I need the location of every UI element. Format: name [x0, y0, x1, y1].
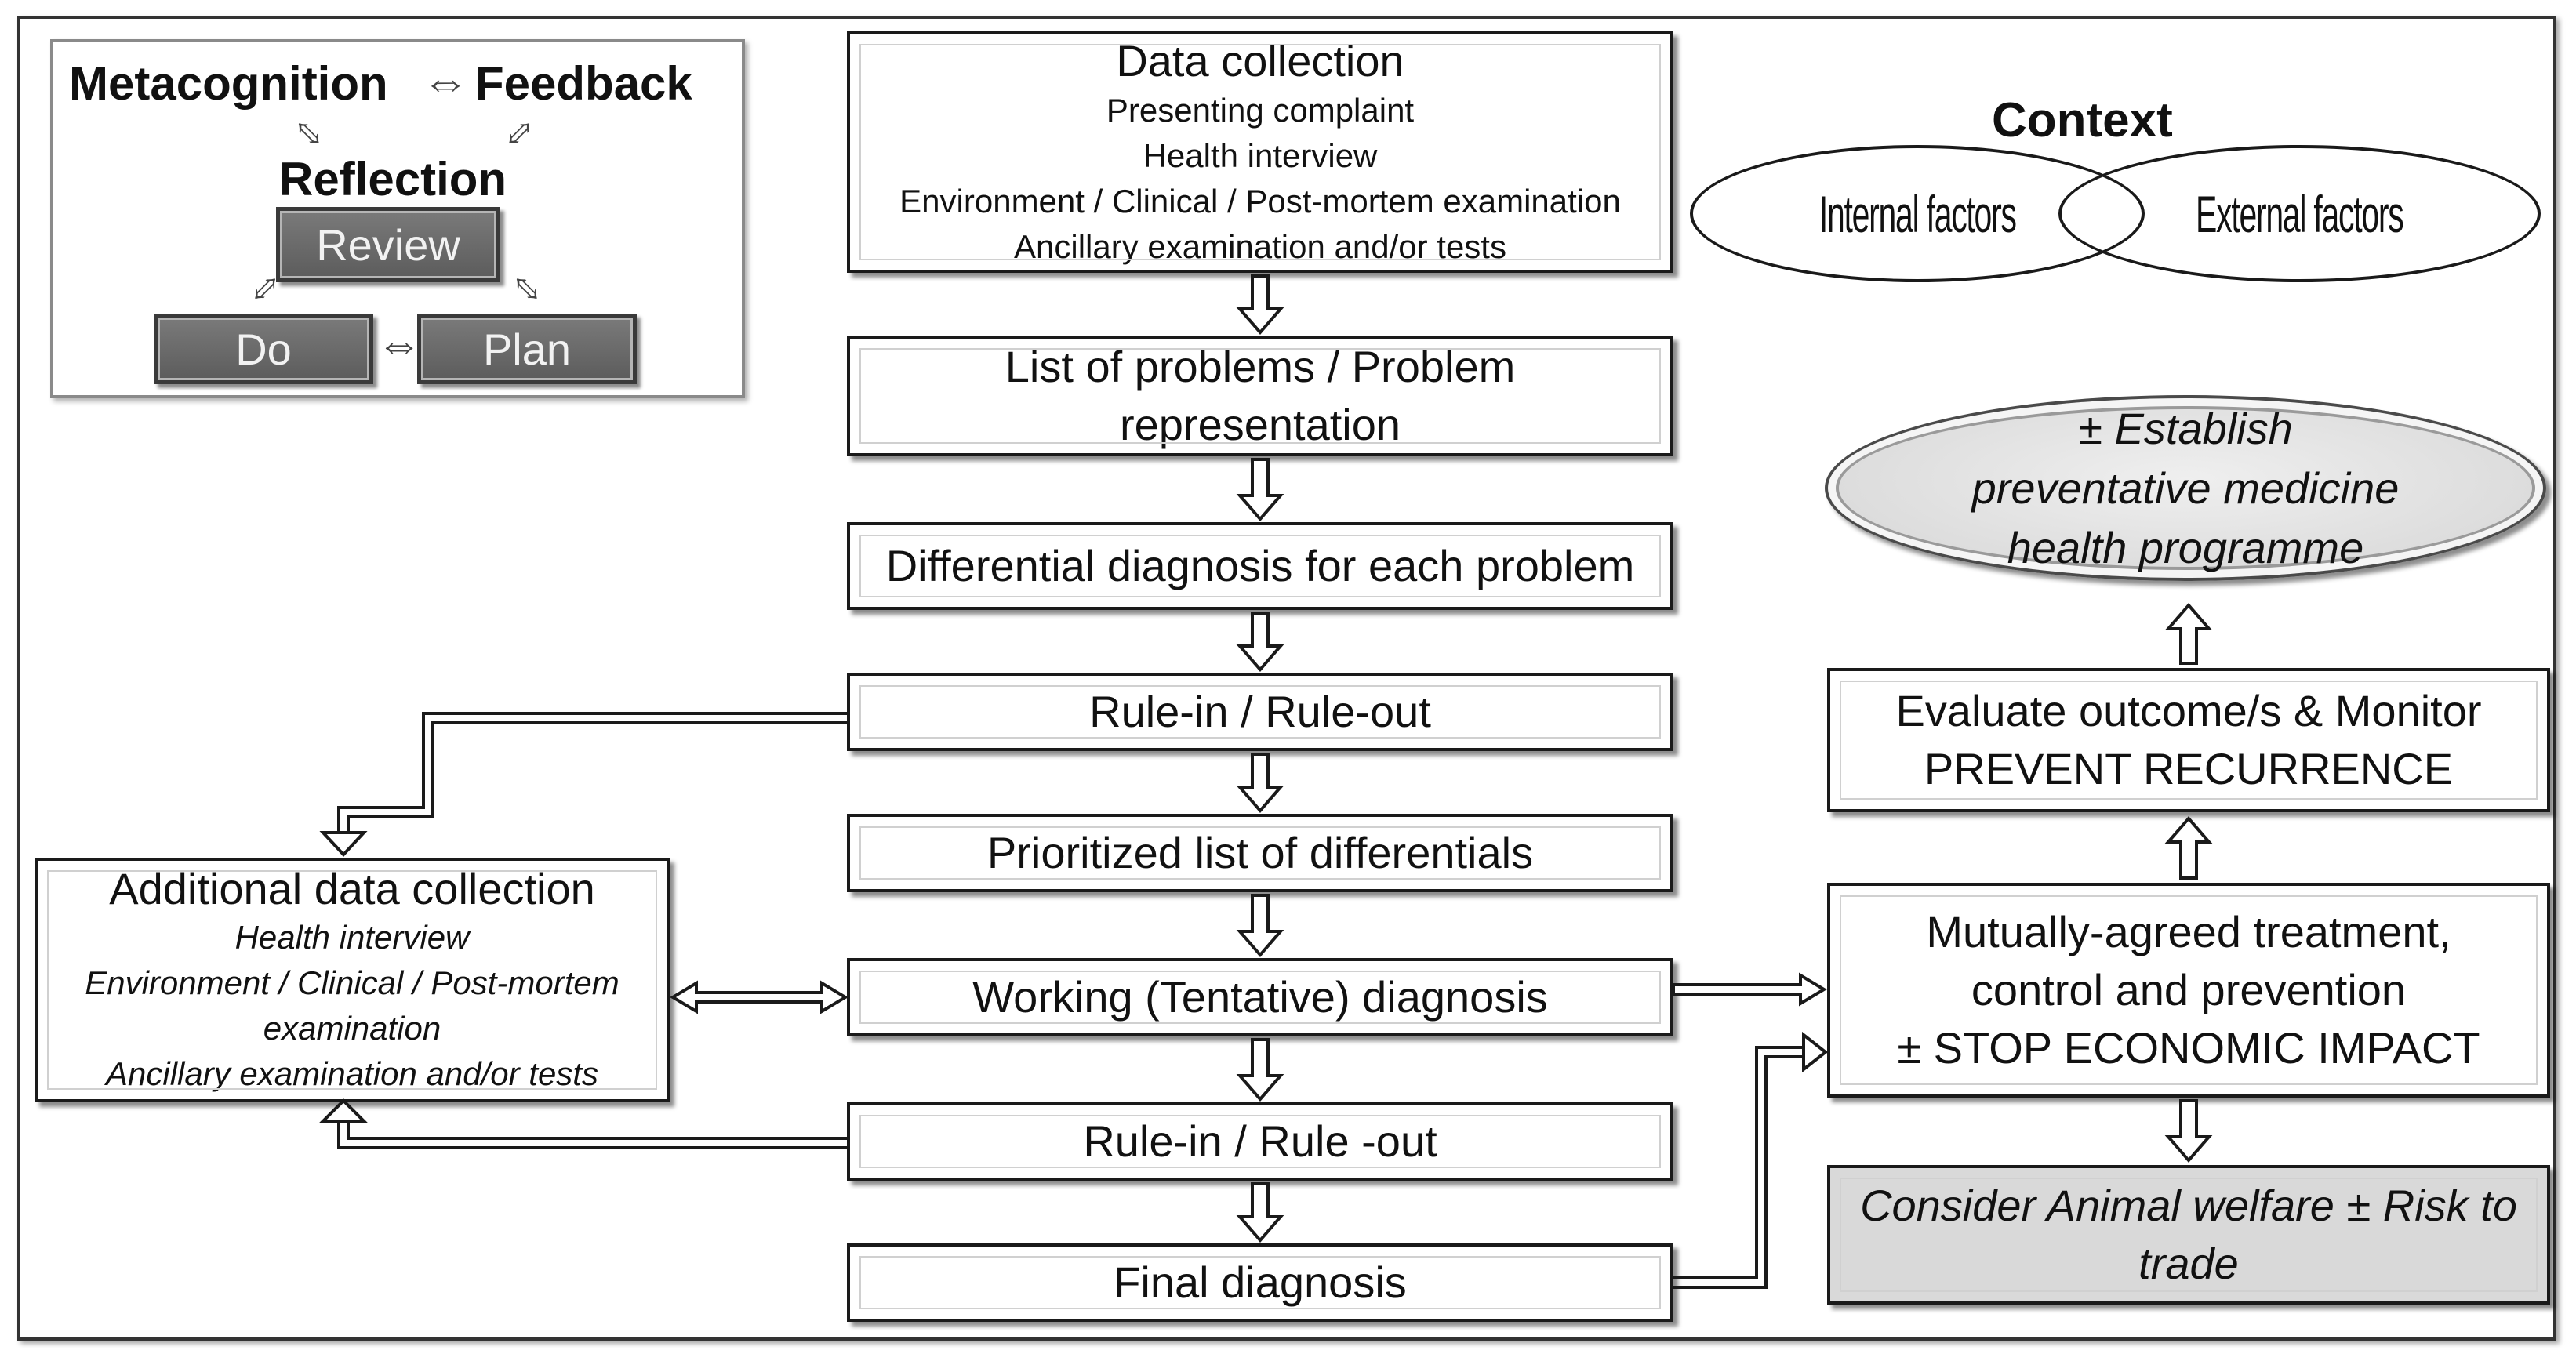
prioritized-list-box: Prioritized list of differentials [847, 814, 1673, 892]
plan-step: Plan [417, 314, 637, 384]
feedback-label: Feedback [475, 57, 692, 110]
differential-diagnosis-box: Differential diagnosis for each problem [847, 522, 1673, 610]
evaluate-line-1: Evaluate outcome/s & Monitor [1895, 686, 2482, 735]
rule-in-out-text-2: Rule-in / Rule -out [1083, 1116, 1437, 1166]
animal-welfare-box: Consider Animal welfare ± Risk to trade [1827, 1165, 2550, 1305]
evaluate-outcome-box: Evaluate outcome/s & Monitor PREVENT REC… [1827, 668, 2550, 812]
problem-list-line-1: List of problems / Problem [1005, 342, 1516, 391]
ancillary-tests-text: Ancillary examination and/or tests [1014, 228, 1506, 265]
external-factors-label: External factors [2196, 184, 2404, 243]
additional-data-title: Additional data collection [109, 864, 595, 913]
examination-text: Environment / Clinical / Post-mortem exa… [899, 183, 1621, 220]
double-arrow-icon: ⇔ [495, 249, 566, 321]
double-arrow-icon: ⇔ [376, 318, 422, 369]
problem-list-box: List of problems / Problem representatio… [847, 336, 1673, 456]
health-interview-text: Health interview [1143, 137, 1378, 174]
working-diagnosis-box: Working (Tentative) diagnosis [847, 958, 1673, 1036]
prioritized-list-text: Prioritized list of differentials [986, 828, 1534, 877]
additional-examination-text: Environment / Clinical / Post-mortem [85, 964, 619, 1001]
review-step: Review [276, 207, 500, 282]
metacognition-label: Metacognition [69, 57, 388, 110]
data-collection-title: Data collection [1116, 36, 1404, 85]
welfare-line-1: Consider Animal welfare ± Risk to [1860, 1181, 2517, 1230]
treatment-line-1: Mutually-agreed treatment, [1926, 907, 2451, 956]
additional-examination-text-cont: examination [263, 1010, 441, 1047]
presenting-complaint-text: Presenting complaint [1106, 92, 1415, 129]
final-diagnosis-text: Final diagnosis [1114, 1258, 1407, 1307]
treatment-line-3: ± STOP ECONOMIC IMPACT [1897, 1023, 2480, 1072]
rule-in-out-box-1: Rule-in / Rule-out [847, 673, 1673, 751]
goal-line-1: ± Establish [2078, 403, 2293, 453]
do-step: Do [154, 314, 373, 384]
differential-diagnosis-text: Differential diagnosis for each problem [885, 541, 1635, 590]
rule-in-out-text-1: Rule-in / Rule-out [1089, 687, 1431, 736]
reflection-label: Reflection [279, 153, 507, 205]
external-factors-oval: External factors [2058, 145, 2541, 282]
outer-frame [17, 16, 2556, 1341]
evaluate-line-2: PREVENT RECURRENCE [1924, 744, 2454, 793]
working-diagnosis-text: Working (Tentative) diagnosis [972, 972, 1548, 1022]
reflection-cycle-panel: Metacognition ⇔ Feedback ⇔ ⇔ Reflection … [50, 39, 745, 398]
rule-in-out-box-2: Rule-in / Rule -out [847, 1102, 1673, 1181]
problem-list-line-2: representation [1119, 400, 1401, 449]
treatment-line-2: control and prevention [1971, 965, 2407, 1014]
goal-line-3: health programme [2007, 522, 2364, 572]
treatment-box: Mutually-agreed treatment, control and p… [1827, 883, 2550, 1098]
internal-factors-label: Internal factors [1818, 184, 2017, 243]
welfare-line-2: trade [2138, 1239, 2239, 1288]
internal-factors-oval: Internal factors [1690, 145, 2145, 282]
exchange-arrow-icon: ⇔ [422, 56, 469, 108]
context-title: Context [1992, 93, 2173, 147]
final-diagnosis-box: Final diagnosis [847, 1243, 1673, 1322]
additional-health-interview-text: Health interview [234, 919, 470, 956]
data-collection-box: Data collection Presenting complaint Hea… [847, 31, 1673, 273]
additional-data-collection-box: Additional data collection Health interv… [35, 858, 670, 1102]
preventative-programme-ellipse: ± Establish preventative medicine health… [1825, 395, 2546, 581]
additional-ancillary-tests-text: Ancillary examination and/or tests [106, 1055, 598, 1092]
goal-line-2: preventative medicine [1971, 463, 2400, 513]
